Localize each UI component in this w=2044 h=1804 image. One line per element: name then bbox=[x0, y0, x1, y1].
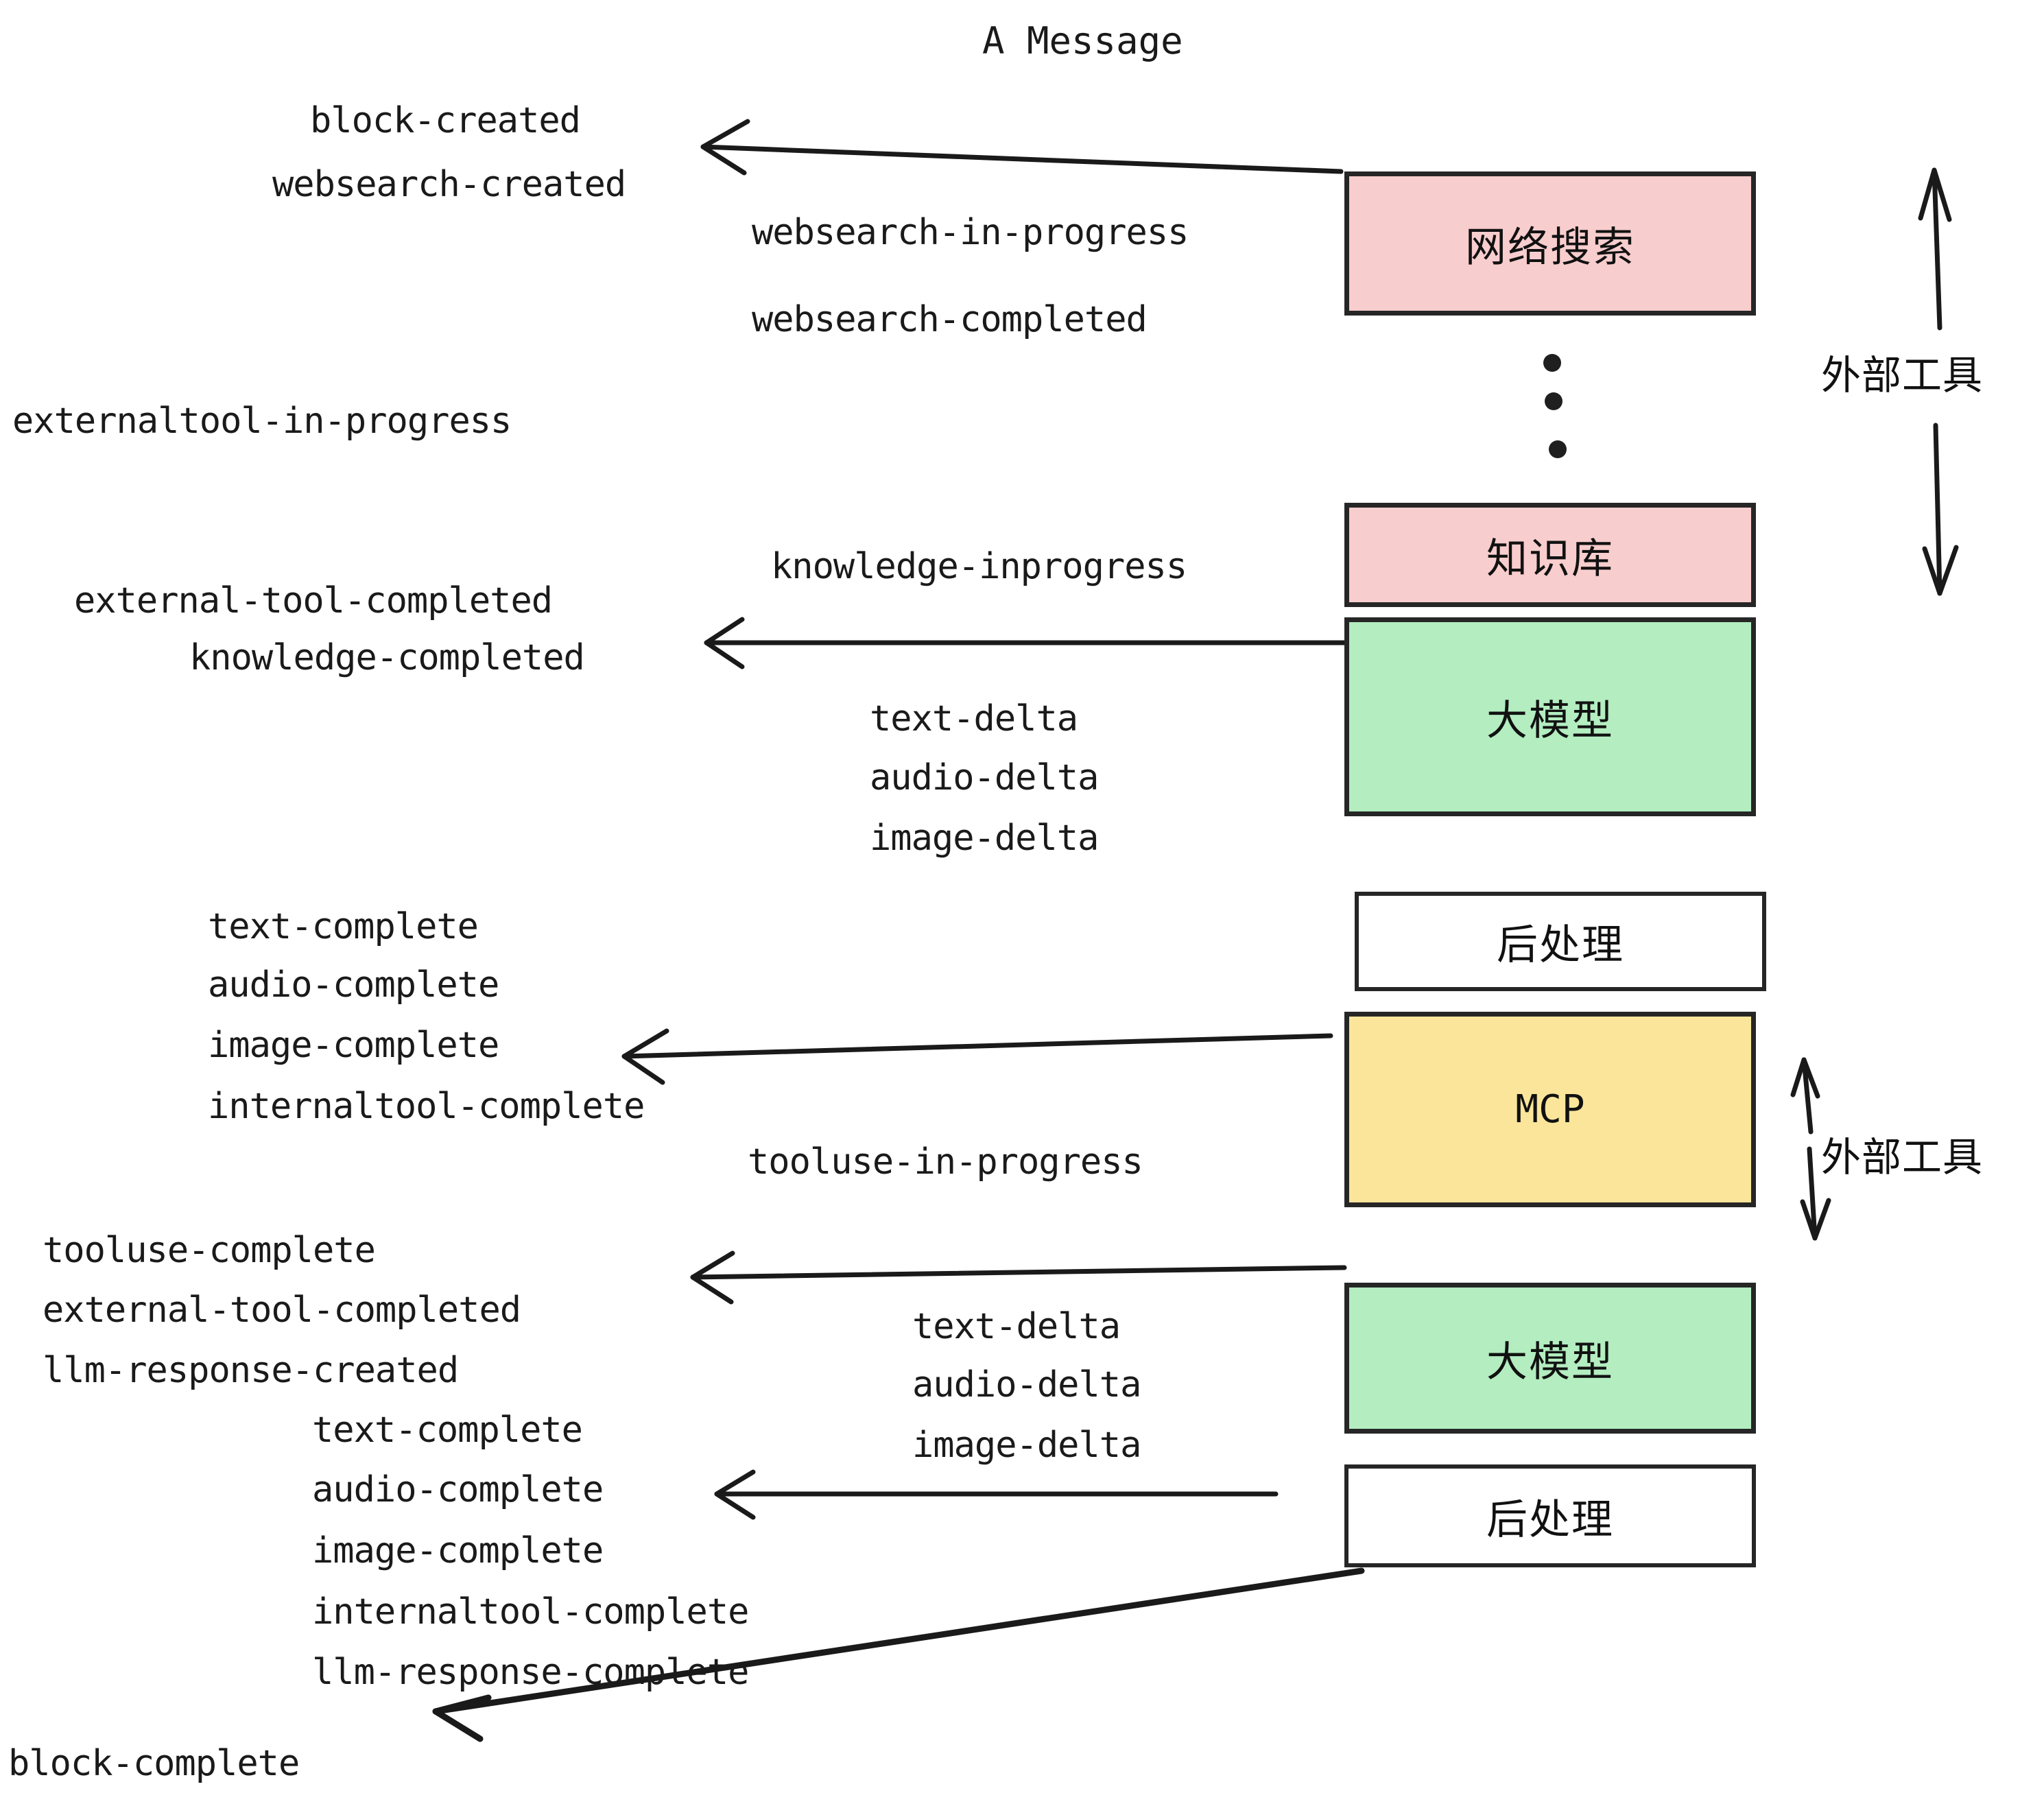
event-label-external-tool-completed-2: external-tool-completed bbox=[43, 1290, 521, 1331]
event-label-tooluse-in-progress: tooluse-in-progress bbox=[748, 1141, 1143, 1183]
arrow-mcp-to-tooluse-complete bbox=[690, 1250, 1347, 1305]
event-label-text-complete-1: text-complete bbox=[208, 906, 479, 947]
node-box-llm-1[interactable]: 大模型 bbox=[1344, 617, 1756, 816]
node-box-postprocess-2[interactable]: 后处理 bbox=[1344, 1464, 1756, 1567]
event-label-block-complete: block-complete bbox=[8, 1743, 300, 1784]
event-label-audio-complete-2: audio-complete bbox=[312, 1469, 604, 1510]
side-label-external-tools-top: 外部工具 bbox=[1821, 352, 1984, 399]
ellipsis-dot-1 bbox=[1543, 354, 1561, 372]
event-label-image-delta-2: image-delta bbox=[912, 1425, 1141, 1466]
side-label-external-tools-bottom: 外部工具 bbox=[1821, 1134, 1984, 1180]
event-label-llm-response-created: llm-response-created bbox=[43, 1350, 459, 1391]
event-label-audio-complete-1: audio-complete bbox=[208, 964, 499, 1006]
node-box-postprocess-1[interactable]: 后处理 bbox=[1355, 892, 1766, 991]
event-label-websearch-completed: websearch-completed bbox=[752, 299, 1148, 340]
diagram-title: A Message bbox=[982, 19, 1183, 62]
event-label-text-delta-1: text-delta bbox=[870, 698, 1078, 739]
event-label-llm-response-complete: llm-response-complete bbox=[312, 1652, 749, 1693]
node-box-llm-2[interactable]: 大模型 bbox=[1344, 1283, 1756, 1434]
ellipsis-dot-3 bbox=[1549, 440, 1567, 458]
arrow-postprocess-to-image-complete bbox=[621, 1028, 1333, 1085]
event-label-image-complete-2: image-complete bbox=[312, 1530, 604, 1571]
event-label-externaltool-in-progress: externaltool-in-progress bbox=[12, 401, 512, 442]
event-label-block-created: block-created bbox=[310, 100, 581, 141]
event-label-image-delta-1: image-delta bbox=[870, 818, 1099, 859]
event-label-image-complete-1: image-complete bbox=[208, 1025, 499, 1066]
event-label-knowledge-inprogress: knowledge-inprogress bbox=[771, 546, 1187, 587]
ellipsis-dot-2 bbox=[1545, 392, 1562, 410]
arrow-knowledge-to-completed bbox=[704, 617, 1347, 669]
arrow-websearch-to-created bbox=[700, 119, 1344, 176]
event-label-external-tool-completed-1: external-tool-completed bbox=[74, 580, 553, 621]
event-label-websearch-created: websearch-created bbox=[272, 164, 626, 205]
event-label-text-complete-2: text-complete bbox=[312, 1410, 583, 1451]
event-label-websearch-in-progress: websearch-in-progress bbox=[752, 212, 1189, 253]
arrow-llm2-to-audio-complete bbox=[714, 1469, 1279, 1520]
event-label-internaltool-complete-2: internaltool-complete bbox=[312, 1591, 749, 1633]
event-label-audio-delta-2: audio-delta bbox=[912, 1364, 1141, 1405]
event-label-knowledge-completed: knowledge-completed bbox=[189, 637, 585, 678]
event-label-text-delta-2: text-delta bbox=[912, 1306, 1121, 1347]
event-label-internaltool-complete-1: internaltool-complete bbox=[208, 1086, 645, 1127]
node-box-knowledge[interactable]: 知识库 bbox=[1344, 503, 1756, 607]
event-label-tooluse-complete: tooluse-complete bbox=[43, 1230, 376, 1271]
node-box-mcp[interactable]: MCP bbox=[1344, 1012, 1756, 1207]
event-label-audio-delta-1: audio-delta bbox=[870, 757, 1099, 798]
node-box-websearch[interactable]: 网络搜索 bbox=[1344, 171, 1756, 316]
